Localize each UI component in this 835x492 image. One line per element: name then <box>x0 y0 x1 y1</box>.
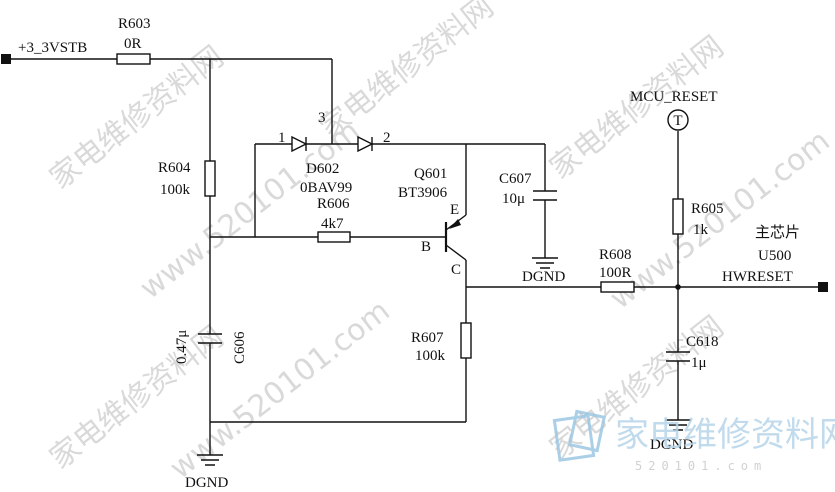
ground-icon <box>532 257 558 269</box>
watermark-layer: 家电维修资料网 www.520101.com 家电维修资料网 www.52010… <box>43 0 835 486</box>
d602-pin3: 3 <box>318 110 326 126</box>
resistor-r606 <box>317 231 351 243</box>
r608-value: 100R <box>599 265 632 281</box>
output-connector <box>818 282 828 292</box>
ground-label: DGND <box>650 437 693 453</box>
q601-pin-b: B <box>421 239 431 255</box>
watermark-text: 家电维修资料网 <box>543 29 730 186</box>
r605-value: 1k <box>693 222 709 238</box>
r607-value: 100k <box>415 348 446 364</box>
c607-value: 10μ <box>502 191 525 207</box>
r603-ref: R603 <box>118 16 151 32</box>
q601-ref: Q601 <box>414 166 447 182</box>
r604-ref: R604 <box>158 160 191 176</box>
c618-ref: C618 <box>686 334 719 350</box>
ground-icon <box>197 454 223 466</box>
resistor-r605 <box>672 198 684 235</box>
r606-ref: R606 <box>317 196 350 212</box>
r603-value: 0R <box>124 36 142 52</box>
q601-pin-e: E <box>450 202 459 218</box>
d602-ref: D602 <box>306 161 339 177</box>
logo-mark-icon <box>552 409 607 462</box>
input-connector <box>1 54 11 64</box>
testpoint-symbol: T <box>673 113 682 129</box>
watermark-text: www.520101.com <box>163 293 396 486</box>
testpoint-mcu-reset: T <box>667 109 689 131</box>
watermark-text: 家电维修资料网 <box>313 0 500 146</box>
ground-icon <box>665 419 691 431</box>
r608-ref: R608 <box>599 247 632 263</box>
site-logo: 家电维修资料网 520101.com <box>552 409 835 473</box>
wires <box>6 58 822 455</box>
logo-text: 家电维修资料网 <box>615 415 835 455</box>
resistor-r607 <box>460 322 472 359</box>
capacitor-c618 <box>666 351 690 362</box>
d602-pin1: 1 <box>278 130 286 146</box>
resistor-r603 <box>116 53 151 65</box>
resistor-r608 <box>600 281 635 293</box>
c607-ref: C607 <box>499 171 532 187</box>
ground-label: DGND <box>185 475 228 491</box>
diode-d602 <box>291 135 374 153</box>
c606-ref: C606 <box>232 331 248 364</box>
r606-value: 4k7 <box>321 216 344 232</box>
chip-ref: U500 <box>758 248 791 264</box>
r605-ref: R605 <box>691 201 724 217</box>
chip-name: 主芯片 <box>755 224 800 241</box>
transistor-q601 <box>444 214 467 261</box>
resistor-r604 <box>204 160 216 197</box>
junction-dot <box>675 284 681 290</box>
r604-value: 100k <box>160 182 191 198</box>
d602-part: 0BAV99 <box>300 180 352 196</box>
r607-ref: R607 <box>411 330 444 346</box>
output-net-label: HWRESET <box>722 269 793 285</box>
capacitor-c606 <box>198 333 222 344</box>
ground-symbols <box>197 257 691 466</box>
testpoint-net-label: MCU_RESET <box>630 89 718 105</box>
c606-value: 0.47μ <box>174 330 190 364</box>
capacitor-c607 <box>533 190 557 201</box>
ground-label: DGND <box>522 269 565 285</box>
q601-pin-c: C <box>451 262 461 278</box>
d602-pin2: 2 <box>383 130 391 146</box>
c618-value: 1μ <box>691 355 707 371</box>
logo-url: 520101.com <box>635 459 767 473</box>
q601-part: BT3906 <box>398 185 448 201</box>
net-label-vstb: +3_3VSTB <box>18 40 87 56</box>
